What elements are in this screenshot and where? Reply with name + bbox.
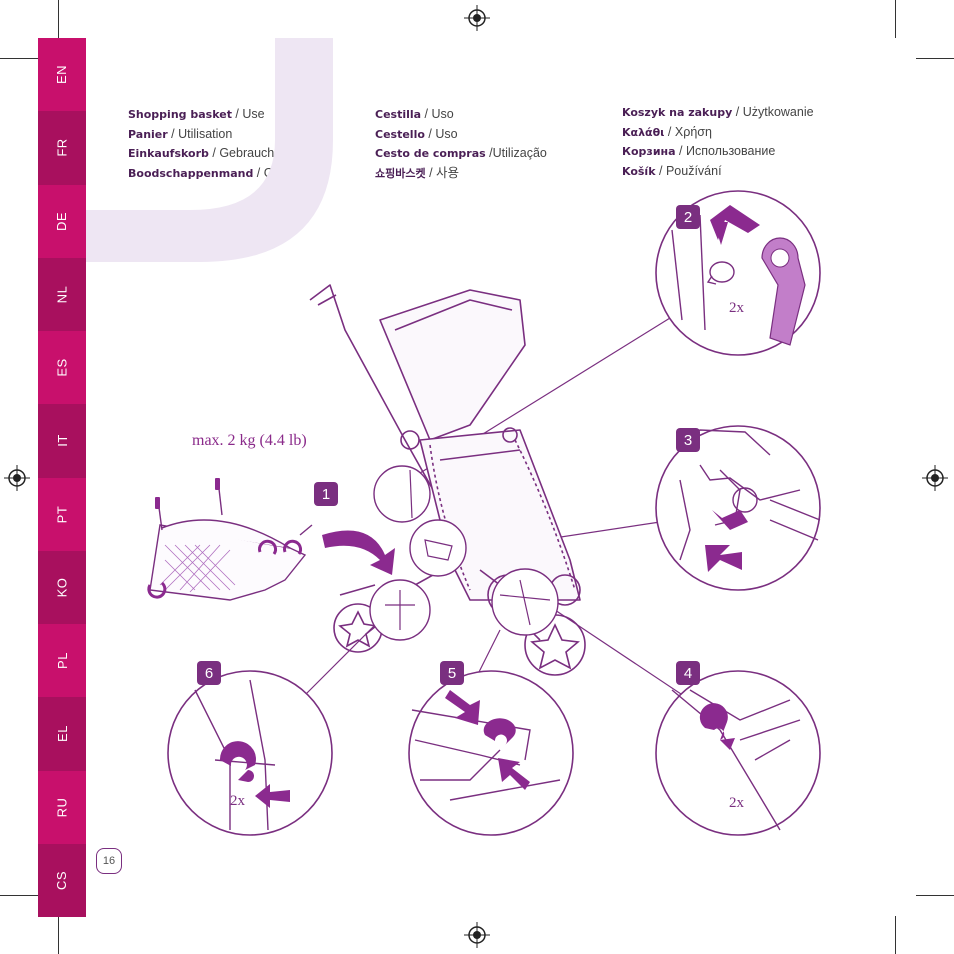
action-label: Gebrauch — [219, 146, 275, 160]
language-tab-it: IT — [38, 404, 86, 478]
action-label: Χρήση — [674, 124, 712, 139]
title-line: Koszyk na zakupy / Użytkowanie — [622, 103, 814, 123]
action-label: 사용 — [436, 165, 460, 180]
step-badge-2: 2 — [676, 205, 700, 229]
language-tab-cs: CS — [38, 843, 86, 917]
language-tab-el: EL — [38, 697, 86, 771]
separator: / — [655, 163, 666, 178]
separator: / — [675, 144, 686, 158]
action-label: Use — [242, 107, 265, 121]
title-line: Einkaufskorb / Gebrauch — [128, 144, 308, 164]
title-line: Корзина / Использование — [622, 142, 814, 162]
crop-mark — [0, 895, 38, 896]
title-line: Καλάθι / Χρήση — [622, 123, 814, 143]
crop-mark — [0, 58, 38, 59]
separator: / — [732, 105, 743, 119]
language-tab-en: EN — [38, 38, 86, 112]
step-badge-4: 4 — [676, 661, 700, 685]
multiplier-label-2: 2x — [729, 300, 744, 316]
language-tab-es: ES — [38, 331, 86, 405]
product-name: Boodschappenmand — [128, 166, 254, 180]
title-line: 쇼핑바스켓 / 사용 — [375, 164, 547, 184]
language-tab-ru: RU — [38, 770, 86, 844]
title-line: Cesto de compras /Utilização — [375, 144, 547, 164]
separator: / — [485, 146, 493, 160]
product-name: Koszyk na zakupy — [622, 106, 733, 119]
step-badge-5: 5 — [440, 661, 464, 685]
language-tab-pl: PL — [38, 624, 86, 698]
multiplier-label-4: 2x — [729, 795, 744, 811]
separator: / — [425, 165, 437, 180]
action-label: Utilisation — [178, 126, 233, 141]
registration-mark-icon — [464, 5, 490, 31]
title-line: Panier / Utilisation — [128, 125, 308, 145]
language-tab-de: DE — [38, 184, 86, 258]
separator: / — [664, 124, 675, 139]
crop-mark — [58, 916, 59, 954]
crop-mark — [895, 0, 896, 38]
action-label: Uso — [435, 126, 458, 141]
separator: / — [424, 126, 436, 141]
crop-mark — [916, 895, 954, 896]
action-label: Uso — [431, 107, 454, 121]
product-name: Panier — [128, 127, 168, 141]
language-tab-fr: FR — [38, 111, 86, 185]
page-number: 16 — [96, 848, 122, 874]
product-name: Košík — [622, 164, 656, 178]
product-name: 쇼핑바스켓 — [375, 166, 426, 180]
title-line: Košík / Používání — [622, 162, 814, 182]
product-name: Cestello — [375, 127, 425, 141]
action-label: Użytkowanie — [742, 105, 814, 119]
product-name: Корзина — [622, 145, 676, 158]
crop-mark — [916, 58, 954, 59]
multiplier-label-6: 2x — [230, 793, 245, 809]
action-label: Používání — [665, 163, 722, 178]
title-line: Cestilla / Uso — [375, 105, 547, 125]
title-line: Shopping basket / Use — [128, 105, 308, 125]
language-tab-ko: KO — [38, 550, 86, 624]
product-name: Shopping basket — [128, 108, 232, 121]
step-badge-6: 6 — [197, 661, 221, 685]
step-badge-1: 1 — [314, 482, 338, 506]
language-tab-nl: NL — [38, 257, 86, 331]
crop-mark — [895, 916, 896, 954]
max-weight-label: max. 2 kg (4.4 lb) — [192, 432, 307, 449]
separator: / — [167, 126, 179, 141]
registration-mark-icon — [464, 922, 490, 948]
separator: / — [231, 107, 243, 121]
separator: / — [253, 165, 264, 180]
product-name: Cestilla — [375, 108, 422, 121]
product-name: Einkaufskorb — [128, 147, 209, 160]
crop-mark — [58, 0, 59, 38]
product-name: Cesto de compras — [375, 147, 486, 160]
separator: / — [208, 146, 220, 160]
language-tab-pt: PT — [38, 477, 86, 551]
registration-mark-icon — [4, 465, 30, 491]
action-label: Utilização — [492, 146, 547, 160]
separator: / — [421, 107, 432, 121]
step-badge-3: 3 — [676, 428, 700, 452]
product-name: Καλάθι — [622, 125, 665, 139]
registration-mark-icon — [922, 465, 948, 491]
action-label: Использование — [685, 144, 776, 158]
title-line: Cestello / Uso — [375, 125, 547, 145]
